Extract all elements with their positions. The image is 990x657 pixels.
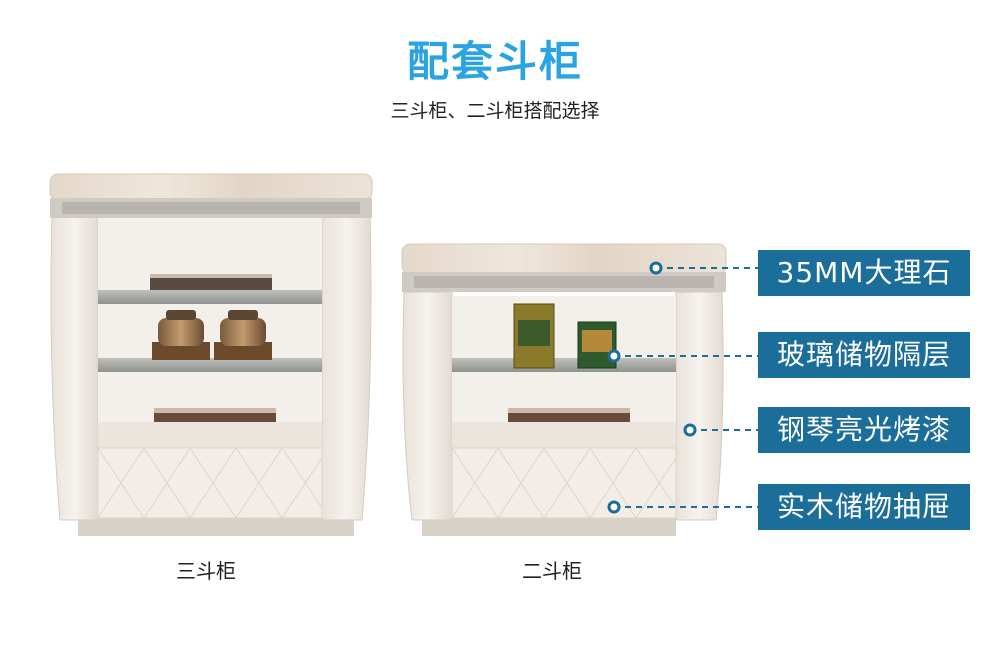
marker-glass: [607, 349, 621, 363]
jar-right: [214, 310, 272, 360]
jar-left: [152, 310, 210, 360]
marker-drawer: [607, 500, 621, 514]
caption-two-drawer: 二斗柜: [522, 559, 582, 583]
caption-three-drawer: 三斗柜: [176, 559, 236, 583]
feature-piano-lacquer: 钢琴亮光烤漆: [758, 407, 970, 453]
tea-tin-large: [513, 303, 555, 369]
marker-marble: [649, 261, 663, 275]
page-title: 配套斗柜: [406, 37, 583, 86]
marker-lacquer: [683, 423, 697, 437]
two-drawer-cabinet: [401, 243, 727, 536]
three-drawer-cabinet: [49, 173, 373, 536]
feature-glass-shelf: 玻璃储物隔层: [758, 332, 970, 378]
feature-wood-drawer: 实木储物抽屉: [758, 484, 970, 530]
feature-markers: [607, 261, 697, 514]
feature-leader-lines: [614, 267, 758, 508]
feature-marble-top: 35MM大理石: [758, 250, 970, 296]
page-subtitle: 三斗柜、二斗柜搭配选择: [390, 100, 600, 122]
